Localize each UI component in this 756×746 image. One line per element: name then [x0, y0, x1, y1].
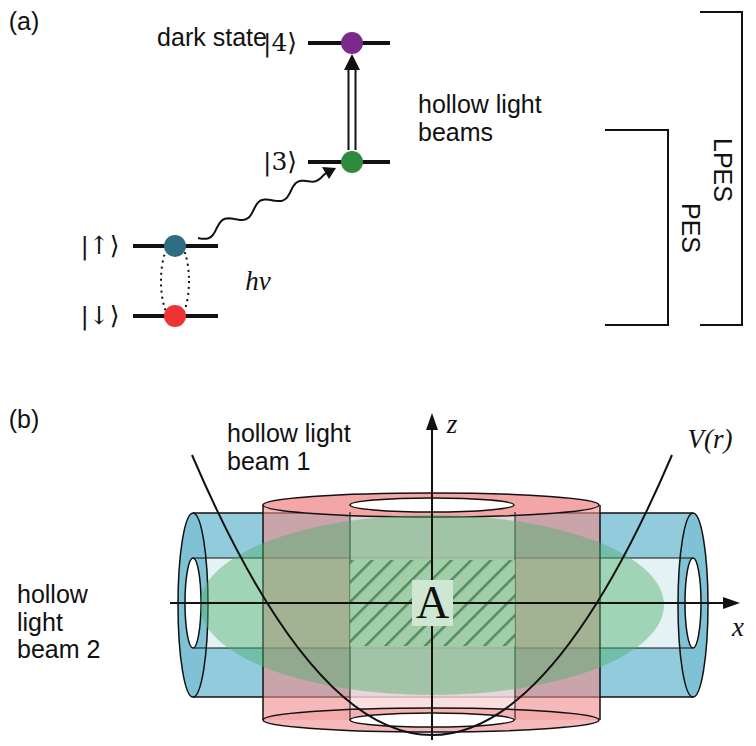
label: V(r) — [688, 425, 733, 455]
region-label: A — [412, 580, 453, 626]
label: z — [447, 410, 458, 440]
label: PES — [676, 203, 704, 253]
bracket — [605, 12, 742, 325]
label: hollow light beam 1 — [227, 420, 397, 475]
label: |3⟩ — [263, 148, 297, 176]
state-dot — [164, 235, 186, 257]
double-arrow — [344, 54, 360, 150]
arrow-head — [723, 597, 740, 609]
arrow-head — [426, 413, 438, 430]
state-dot — [164, 305, 186, 327]
state-dot — [341, 151, 363, 173]
label: (a) — [9, 8, 40, 36]
label: LPES — [708, 138, 736, 202]
label: dark state — [157, 24, 267, 52]
label: |4⟩ — [263, 29, 297, 57]
state-dot — [341, 32, 363, 54]
label: hollow light beams — [418, 91, 598, 146]
label: |↑⟩ — [80, 232, 119, 260]
label: hollow light beam 2 — [17, 581, 127, 664]
arrow-head — [322, 167, 336, 179]
label: x — [732, 613, 744, 643]
hollow-beam-2 — [178, 513, 708, 697]
energy-levels — [133, 43, 390, 316]
label: hν — [245, 267, 270, 297]
region-box: A — [350, 560, 515, 646]
label: |↓⟩ — [80, 302, 119, 330]
photon-wave — [198, 172, 328, 239]
label: (b) — [9, 406, 40, 434]
